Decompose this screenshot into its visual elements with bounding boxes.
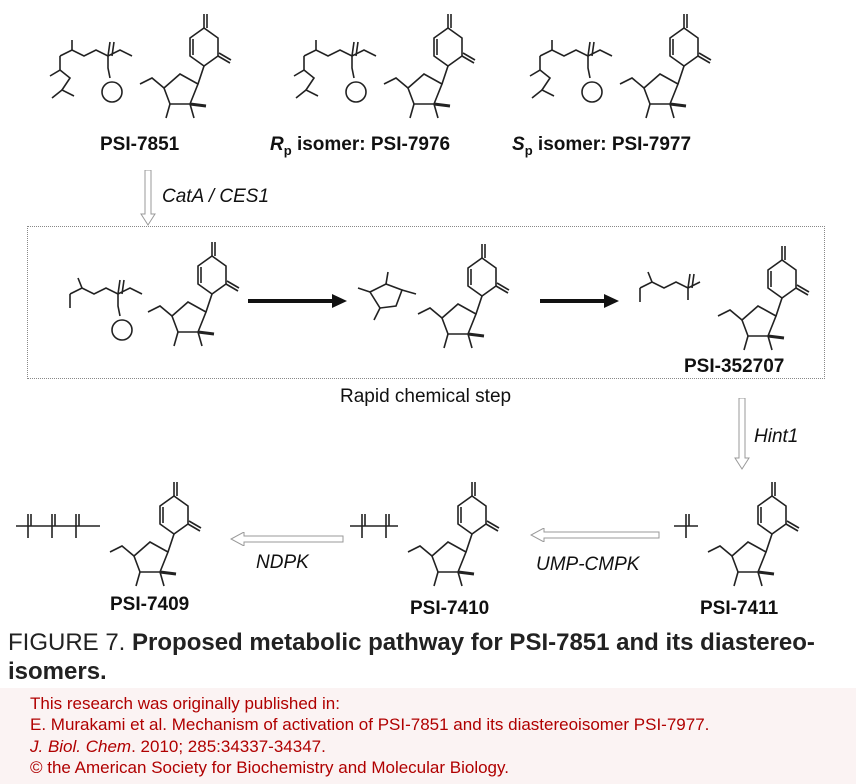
label-psi352707: PSI-352707 bbox=[684, 356, 785, 377]
label-psi7976: Rp isomer: PSI-7976 bbox=[270, 134, 450, 158]
sp-suffix: isomer: PSI-7977 bbox=[532, 134, 692, 155]
caption-prefix: FIGURE 7. bbox=[8, 629, 133, 656]
rapid-step-label: Rapid chemical step bbox=[340, 386, 512, 407]
label-psi7411: PSI-7411 bbox=[700, 598, 779, 619]
sp-sub: p bbox=[524, 142, 533, 158]
enzyme-ump-cmpk: UMP-CMPK bbox=[536, 554, 640, 575]
structure-intermediate-2 bbox=[350, 232, 540, 352]
structure-psi7976 bbox=[284, 6, 484, 126]
citation-line1: This research was originally published i… bbox=[30, 694, 340, 713]
enzyme-ndpk: NDPK bbox=[256, 552, 309, 573]
structure-psi7410 bbox=[340, 476, 530, 596]
label-psi7410: PSI-7410 bbox=[410, 598, 490, 619]
arrow-ndpk bbox=[230, 532, 344, 546]
enzyme-hint1: Hint1 bbox=[754, 426, 799, 447]
structure-psi7851 bbox=[40, 6, 240, 126]
arrow-step-2 bbox=[540, 294, 619, 308]
citation-line2: E. Murakami et al. Mechanism of activati… bbox=[30, 715, 710, 734]
figure-caption: FIGURE 7. Proposed metabolic pathway for… bbox=[8, 628, 848, 686]
structure-psi7409 bbox=[4, 476, 228, 596]
rp-sub: p bbox=[283, 142, 292, 158]
enzyme-cata: CatA / CES1 bbox=[162, 186, 270, 207]
citation-line3: J. Biol. Chem. 2010; 285:34337-34347. bbox=[30, 737, 326, 757]
label-psi7409: PSI-7409 bbox=[110, 594, 190, 615]
arrow-step-1 bbox=[248, 294, 347, 308]
rp-prefix: R bbox=[270, 134, 284, 155]
structure-psi7411 bbox=[664, 476, 844, 596]
arrow-ump-cmpk bbox=[530, 528, 660, 542]
rapid-step-box bbox=[27, 226, 825, 379]
caption-title: Proposed metabolic pathway for PSI-7851 … bbox=[8, 629, 815, 685]
citation-block: This research was originally published i… bbox=[0, 688, 856, 784]
arrow-cata bbox=[140, 170, 156, 226]
rp-suffix: isomer: PSI-7976 bbox=[291, 134, 451, 155]
sp-prefix: S bbox=[512, 134, 525, 155]
arrow-hint1 bbox=[734, 398, 750, 470]
citation-line4: © the American Society for Biochemistry … bbox=[30, 758, 509, 777]
citation-journal: J. Biol. Chem bbox=[30, 737, 132, 756]
structure-psi7977 bbox=[520, 6, 720, 126]
structure-psi352707 bbox=[626, 230, 822, 360]
label-psi7977: Sp isomer: PSI-7977 bbox=[512, 134, 691, 158]
structure-intermediate-1 bbox=[56, 232, 246, 352]
label-psi7851: PSI-7851 bbox=[100, 134, 180, 155]
citation-line3-rest: . 2010; 285:34337-34347. bbox=[131, 737, 326, 756]
